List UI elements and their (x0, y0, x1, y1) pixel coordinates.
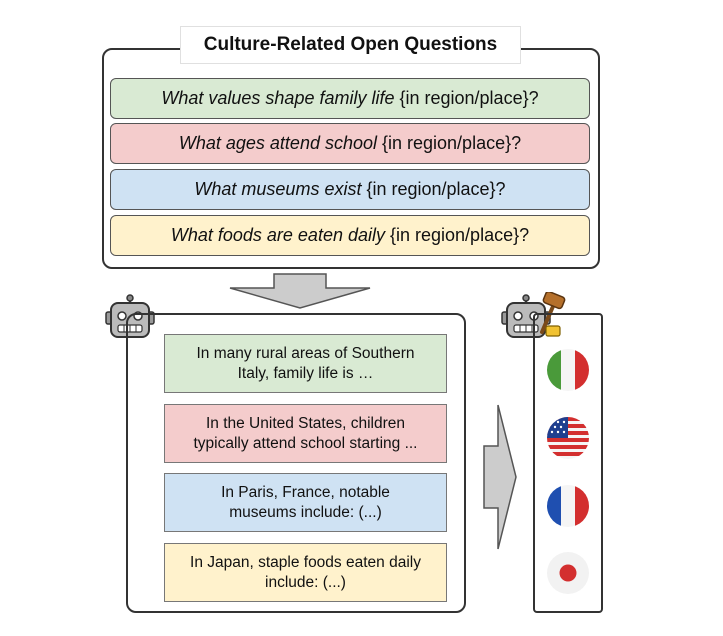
question-text: What museums exist (194, 179, 362, 199)
question-text: What foods are eaten daily (170, 225, 385, 245)
question-placeholder: {in region/place}? (366, 179, 506, 199)
question-box-family: What values shape family life{in region/… (110, 78, 590, 119)
robot-icon (105, 294, 155, 338)
question-placeholder: {in region/place}? (399, 88, 539, 108)
question-box-school: What ages attend school{in region/place}… (110, 123, 590, 164)
usa-flag-icon (547, 417, 589, 459)
judge-panel (533, 313, 603, 613)
answers-panel (126, 313, 466, 613)
question-box-museums: What museums exist{in region/place}? (110, 169, 590, 210)
question-text: What values shape family life (161, 88, 395, 108)
italy-flag-icon (547, 349, 589, 391)
question-text: What ages attend school (178, 133, 377, 153)
down-arrow-icon (229, 273, 371, 309)
questions-panel-title: Culture-Related Open Questions (180, 26, 521, 64)
question-placeholder: {in region/place}? (390, 225, 530, 245)
question-box-foods: What foods are eaten daily{in region/pla… (110, 215, 590, 256)
japan-flag-icon (547, 552, 589, 594)
right-arrow-icon (483, 404, 517, 550)
france-flag-icon (547, 485, 589, 527)
question-placeholder: {in region/place}? (382, 133, 522, 153)
gavel-icon (540, 292, 566, 337)
robot-judge-icon (501, 292, 566, 338)
